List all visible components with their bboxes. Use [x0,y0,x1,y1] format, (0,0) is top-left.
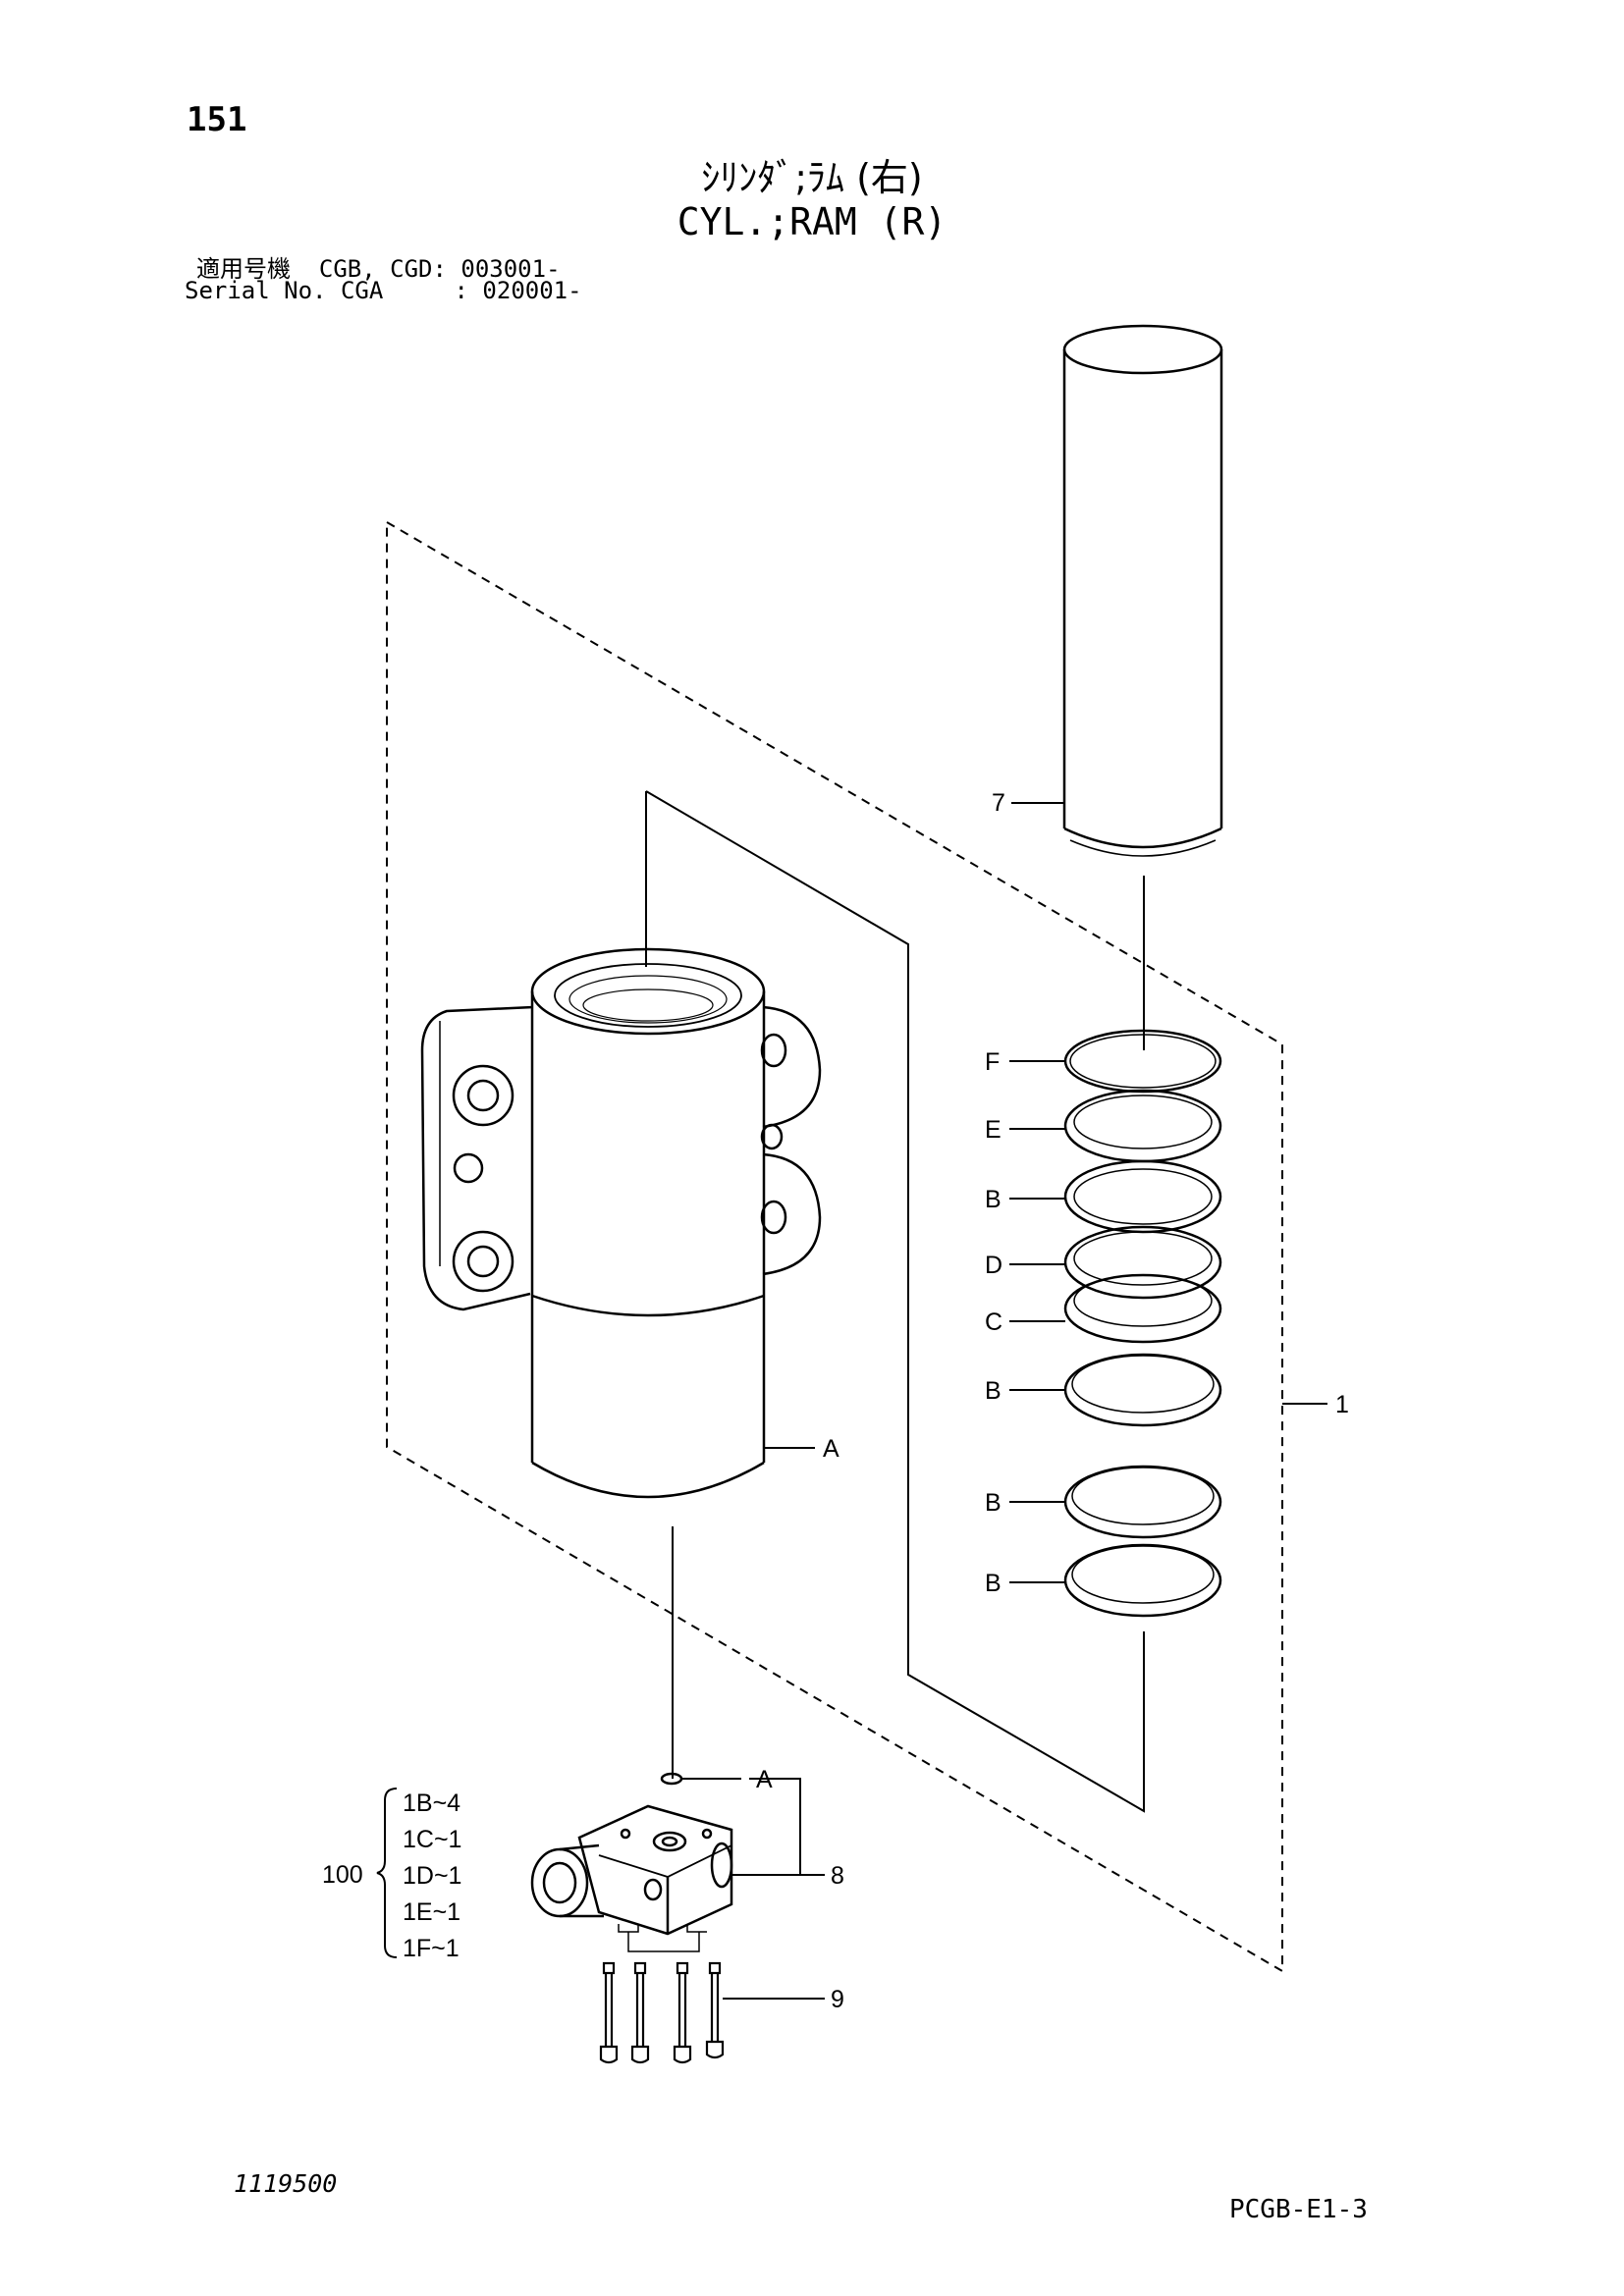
serial-applicability-line-2: Serial No. CGA : 020001- [185,277,582,304]
kit-item-1b: 1B~4 [403,1789,460,1817]
kit-boundary-dashed [386,520,1283,1973]
callout-e: E [985,1116,1001,1144]
callout-b3: B [985,1489,1001,1517]
kit-item-1d: 1D~1 [403,1862,461,1890]
ring-d [1063,1225,1222,1300]
callout-a-small: A [756,1766,773,1793]
callout-c: C [985,1308,1002,1336]
callout-1: 1 [1335,1391,1349,1418]
guide-line-box [645,790,1145,1813]
callout-d: D [985,1252,1002,1279]
callout-9: 9 [831,1986,844,2013]
kit-item-1f: 1F~1 [403,1935,460,1962]
seal-rings [1063,1029,1222,1618]
callout-f: F [985,1048,1000,1076]
callout-b4: B [985,1570,1001,1597]
serial-applicability-line-1: 適用号機 CGB, CGD: 003001- [196,255,561,283]
ram-rod-part [1062,324,1223,857]
kit-item-1c: 1C~1 [403,1826,461,1853]
cylinder-body-part [420,947,822,1499]
ring-b4 [1063,1543,1222,1618]
callout-8: 8 [831,1862,844,1890]
callout-100: 100 [322,1861,363,1889]
valve-block-part [530,1772,733,1936]
kit-item-1e: 1E~1 [403,1898,460,1926]
callout-a-main: A [823,1435,839,1463]
page-number: 151 [187,100,247,139]
page-code: PCGB-E1-3 [1229,2195,1368,2224]
callout-b1: B [985,1186,1001,1213]
drawing-number: 1119500 [234,2169,338,2198]
callout-7: 7 [992,789,1005,817]
ring-e [1063,1089,1222,1163]
ring-b1 [1063,1159,1222,1234]
callout-b2: B [985,1377,1001,1405]
leader-8-bracket [749,1778,801,1875]
bolts-part [599,1924,725,2064]
title-english: CYL.;RAM (R) [677,200,947,243]
kit-brace [376,1788,398,1958]
title-japanese: ｼﾘﾝﾀﾞ;ﾗﾑ (右) [701,156,923,199]
